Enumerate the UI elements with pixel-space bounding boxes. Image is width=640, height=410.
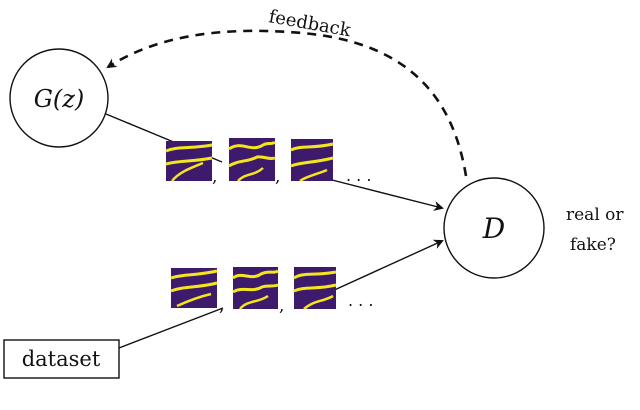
generated-ellipsis: . . .: [346, 166, 371, 185]
real-ellipsis: . . .: [348, 291, 373, 310]
generated-sample-2: [228, 138, 277, 182]
feedback-label: feedback: [267, 6, 353, 41]
generator-node: [9, 48, 109, 148]
real-sample-3: [293, 267, 337, 310]
discriminator-node: [443, 177, 545, 279]
real-separator-2: ,: [279, 296, 284, 316]
real-separator-1: ,: [219, 296, 224, 316]
discriminator-label: D: [482, 212, 505, 245]
dataset-to-samples-line: [118, 307, 224, 349]
real-sample-1: [170, 268, 218, 308]
dataset-box: [3, 339, 120, 379]
output-line-1: real or: [566, 205, 624, 225]
real-samples: , , . . .: [170, 267, 373, 316]
generated-sample-1: [165, 141, 213, 182]
generated-sample-3: [290, 139, 334, 183]
dataset-to-discriminator-arrow: [329, 239, 444, 293]
generator-label: G(z): [34, 85, 85, 113]
feedback-arrow: [106, 29, 468, 177]
real-sample-2: [232, 267, 279, 310]
dataset-label: dataset: [22, 347, 101, 371]
generated-separator-2: ,: [275, 167, 280, 187]
output-line-2: fake?: [570, 235, 616, 255]
generated-samples: , , . . .: [165, 138, 371, 187]
generator-to-discriminator-arrow: [331, 179, 444, 211]
generated-separator-1: ,: [212, 167, 217, 187]
